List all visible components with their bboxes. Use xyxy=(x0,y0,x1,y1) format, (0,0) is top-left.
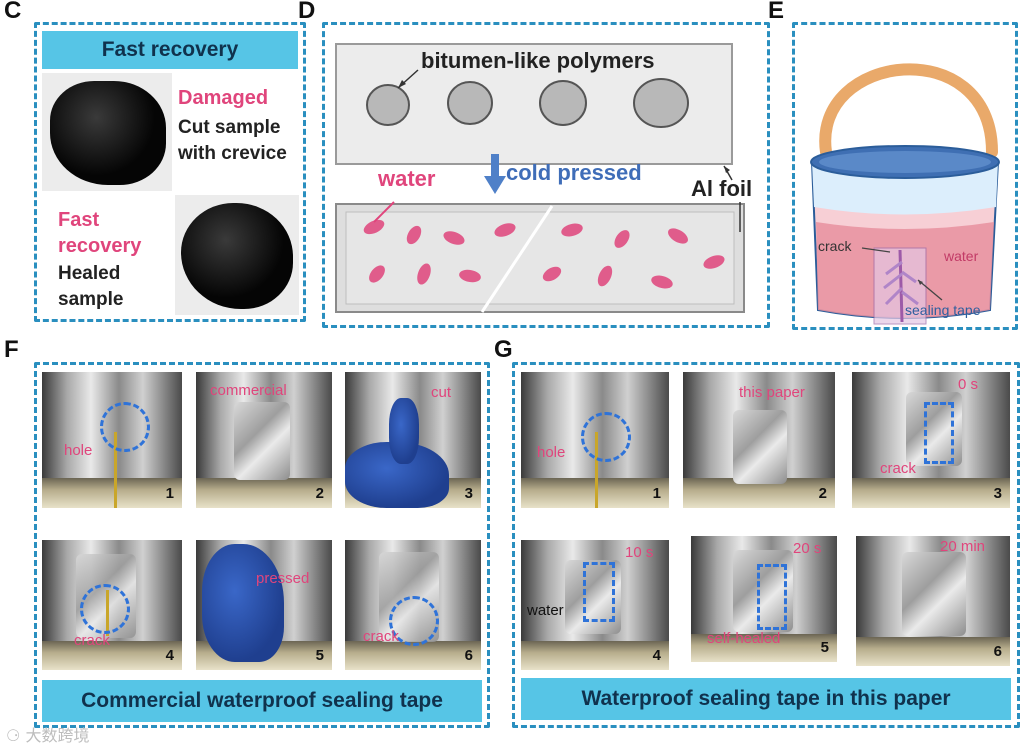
panel-letter-d: D xyxy=(298,0,316,24)
photo-f5-label: pressed xyxy=(256,570,310,587)
photo-f1-label: hole xyxy=(64,442,93,459)
photo-g2: this paper 2 xyxy=(683,372,835,508)
crack-circle-f6 xyxy=(389,596,439,646)
bucket-water-label: water xyxy=(944,248,979,264)
photo-f2-label: commercial xyxy=(210,382,287,399)
bitumen-label: bitumen-like polymers xyxy=(421,48,655,73)
photo-f6: crack 6 xyxy=(345,540,481,670)
polymer-disc-3 xyxy=(539,80,587,126)
photo-g5: 20 s self-healed 5 xyxy=(691,536,837,662)
damaged-text-box: Damaged Cut sample with crevice xyxy=(175,73,299,191)
water-rect-g4 xyxy=(583,562,615,622)
crack-label: crack xyxy=(818,238,852,254)
healed-sample-photo xyxy=(175,195,299,315)
photo-g2-number: 2 xyxy=(818,485,827,502)
panel-f-caption: Commercial waterproof sealing tape xyxy=(42,680,482,722)
panel-letter-f: F xyxy=(4,336,19,363)
recovery-title-line2: recovery xyxy=(58,235,142,257)
photo-f2: commercial 2 xyxy=(196,372,332,508)
photo-g3-number: 3 xyxy=(993,485,1002,502)
photo-f5-number: 5 xyxy=(315,647,324,664)
photo-g1-label: hole xyxy=(537,444,566,461)
photo-g4-time: 10 s xyxy=(625,544,654,561)
photo-g4-label: water xyxy=(527,602,564,619)
photo-f1: hole 1 xyxy=(42,372,182,508)
photo-g1-number: 1 xyxy=(652,485,661,502)
photo-g5-label: self-healed xyxy=(707,630,781,647)
bucket-handle xyxy=(819,63,998,158)
panel-g-caption: Waterproof sealing tape in this paper xyxy=(521,678,1011,720)
photo-f4-label: crack xyxy=(74,632,110,649)
watermark-text: 大数跨境 xyxy=(25,726,90,745)
photo-g3-time: 0 s xyxy=(958,376,979,393)
panel-f-border xyxy=(34,362,490,728)
cold-pressed-label: cold pressed xyxy=(506,160,642,185)
damaged-desc-line1: Cut sample xyxy=(178,117,281,138)
recovery-desc-line1: Healed xyxy=(58,263,121,284)
water-pointer-arrow xyxy=(373,201,395,223)
photo-f6-label: crack xyxy=(363,628,399,645)
photo-g4: 10 s water 4 xyxy=(521,540,669,670)
crack-rect-g3 xyxy=(924,402,954,464)
polymer-disc-4 xyxy=(633,78,689,128)
polymer-schematic xyxy=(335,43,745,313)
crack-circle-f4 xyxy=(80,584,130,634)
panel-c-border xyxy=(34,22,306,322)
water-droplets xyxy=(363,219,725,289)
recovery-desc-line2: sample xyxy=(58,289,124,310)
photo-g6-label: 20 min xyxy=(940,538,986,555)
photo-f3-number: 3 xyxy=(464,485,473,502)
photo-g3: 0 s crack 3 xyxy=(852,372,1010,508)
photo-f3: cut 3 xyxy=(345,372,481,508)
photo-g3-label: crack xyxy=(880,460,916,477)
hole-circle-g xyxy=(581,412,631,462)
photo-f4: crack 4 xyxy=(42,540,182,670)
recovery-text-box: Fast recovery Healed sample xyxy=(42,195,172,315)
photo-g4-number: 4 xyxy=(652,647,661,664)
damaged-desc-line2: with crevice xyxy=(178,143,287,164)
photo-g1: hole 1 xyxy=(521,372,669,508)
water-label: water xyxy=(378,166,436,191)
photo-f3-label: cut xyxy=(431,384,452,401)
damaged-sample-photo xyxy=(42,73,172,191)
bucket-illustration xyxy=(810,63,1000,325)
recovery-title-line1: Fast xyxy=(58,209,100,231)
damaged-title: Damaged xyxy=(178,87,269,109)
panel-c-header: Fast recovery xyxy=(42,31,298,69)
panel-d-border xyxy=(322,22,770,328)
panel-letter-e: E xyxy=(768,0,785,24)
panel-letter-g: G xyxy=(494,336,513,363)
photo-g2-label: this paper xyxy=(739,384,805,401)
al-foil-label: Al foil xyxy=(691,176,753,201)
panel-e-border xyxy=(792,22,1018,330)
healed-rect-g5 xyxy=(757,564,787,630)
photo-f5: pressed 5 xyxy=(196,540,332,670)
photo-f1-number: 1 xyxy=(165,485,174,502)
photo-g5-time: 20 s xyxy=(793,540,822,557)
sealing-tape-label: sealing tape xyxy=(905,302,981,318)
panel-letter-c: C xyxy=(4,0,22,24)
watermark-icon: ⚆ xyxy=(6,726,26,745)
panel-g-border xyxy=(512,362,1020,728)
hole-circle xyxy=(100,402,150,452)
polymer-disc-2 xyxy=(447,81,493,125)
cold-pressed-arrow xyxy=(491,154,499,178)
photo-f2-number: 2 xyxy=(315,485,324,502)
photo-f4-number: 4 xyxy=(165,647,174,664)
photo-g6: 20 min 6 xyxy=(856,536,1010,666)
photo-g6-number: 6 xyxy=(993,643,1002,660)
watermark: ⚆ 大数跨境 xyxy=(6,722,89,746)
photo-g5-number: 5 xyxy=(820,639,829,656)
photo-f6-number: 6 xyxy=(464,647,473,664)
polymer-disc-1 xyxy=(366,84,410,126)
foil-crack-line xyxy=(480,205,554,313)
